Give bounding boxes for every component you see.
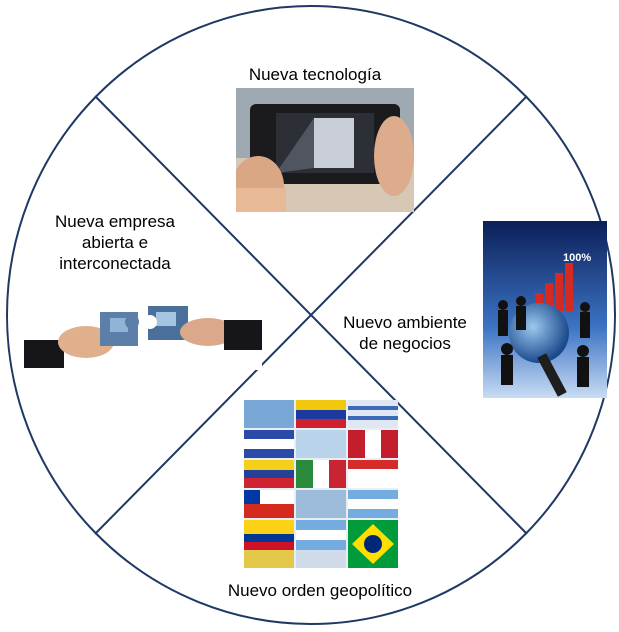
label-nueva-tecnologia: Nueva tecnología <box>215 64 415 85</box>
label-line-1: Nuevo ambiente <box>343 313 467 332</box>
label-nuevo-ambiente: Nuevo ambiente de negocios <box>326 312 484 354</box>
flags-collage-photo <box>244 400 398 568</box>
label-nueva-empresa: Nueva empresa abierta e interconectada <box>40 211 190 274</box>
tablet-device-photo <box>236 88 414 212</box>
percent-text: 100% <box>563 252 591 264</box>
divider-line-diagonal-2 <box>94 95 528 535</box>
label-line-1: Nueva empresa <box>54 212 175 231</box>
label-line-2: abierta e <box>81 233 149 252</box>
label-nuevo-orden: Nuevo orden geopolítico <box>200 580 440 601</box>
label-text: Nueva tecnología <box>248 65 382 84</box>
business-globe-photo: 100% <box>483 221 607 398</box>
label-text: Nuevo orden geopolítico <box>227 581 413 600</box>
label-line-3: interconectada <box>59 254 171 273</box>
puzzle-hands-photo <box>24 298 262 370</box>
label-line-2: de negocios <box>359 334 451 353</box>
